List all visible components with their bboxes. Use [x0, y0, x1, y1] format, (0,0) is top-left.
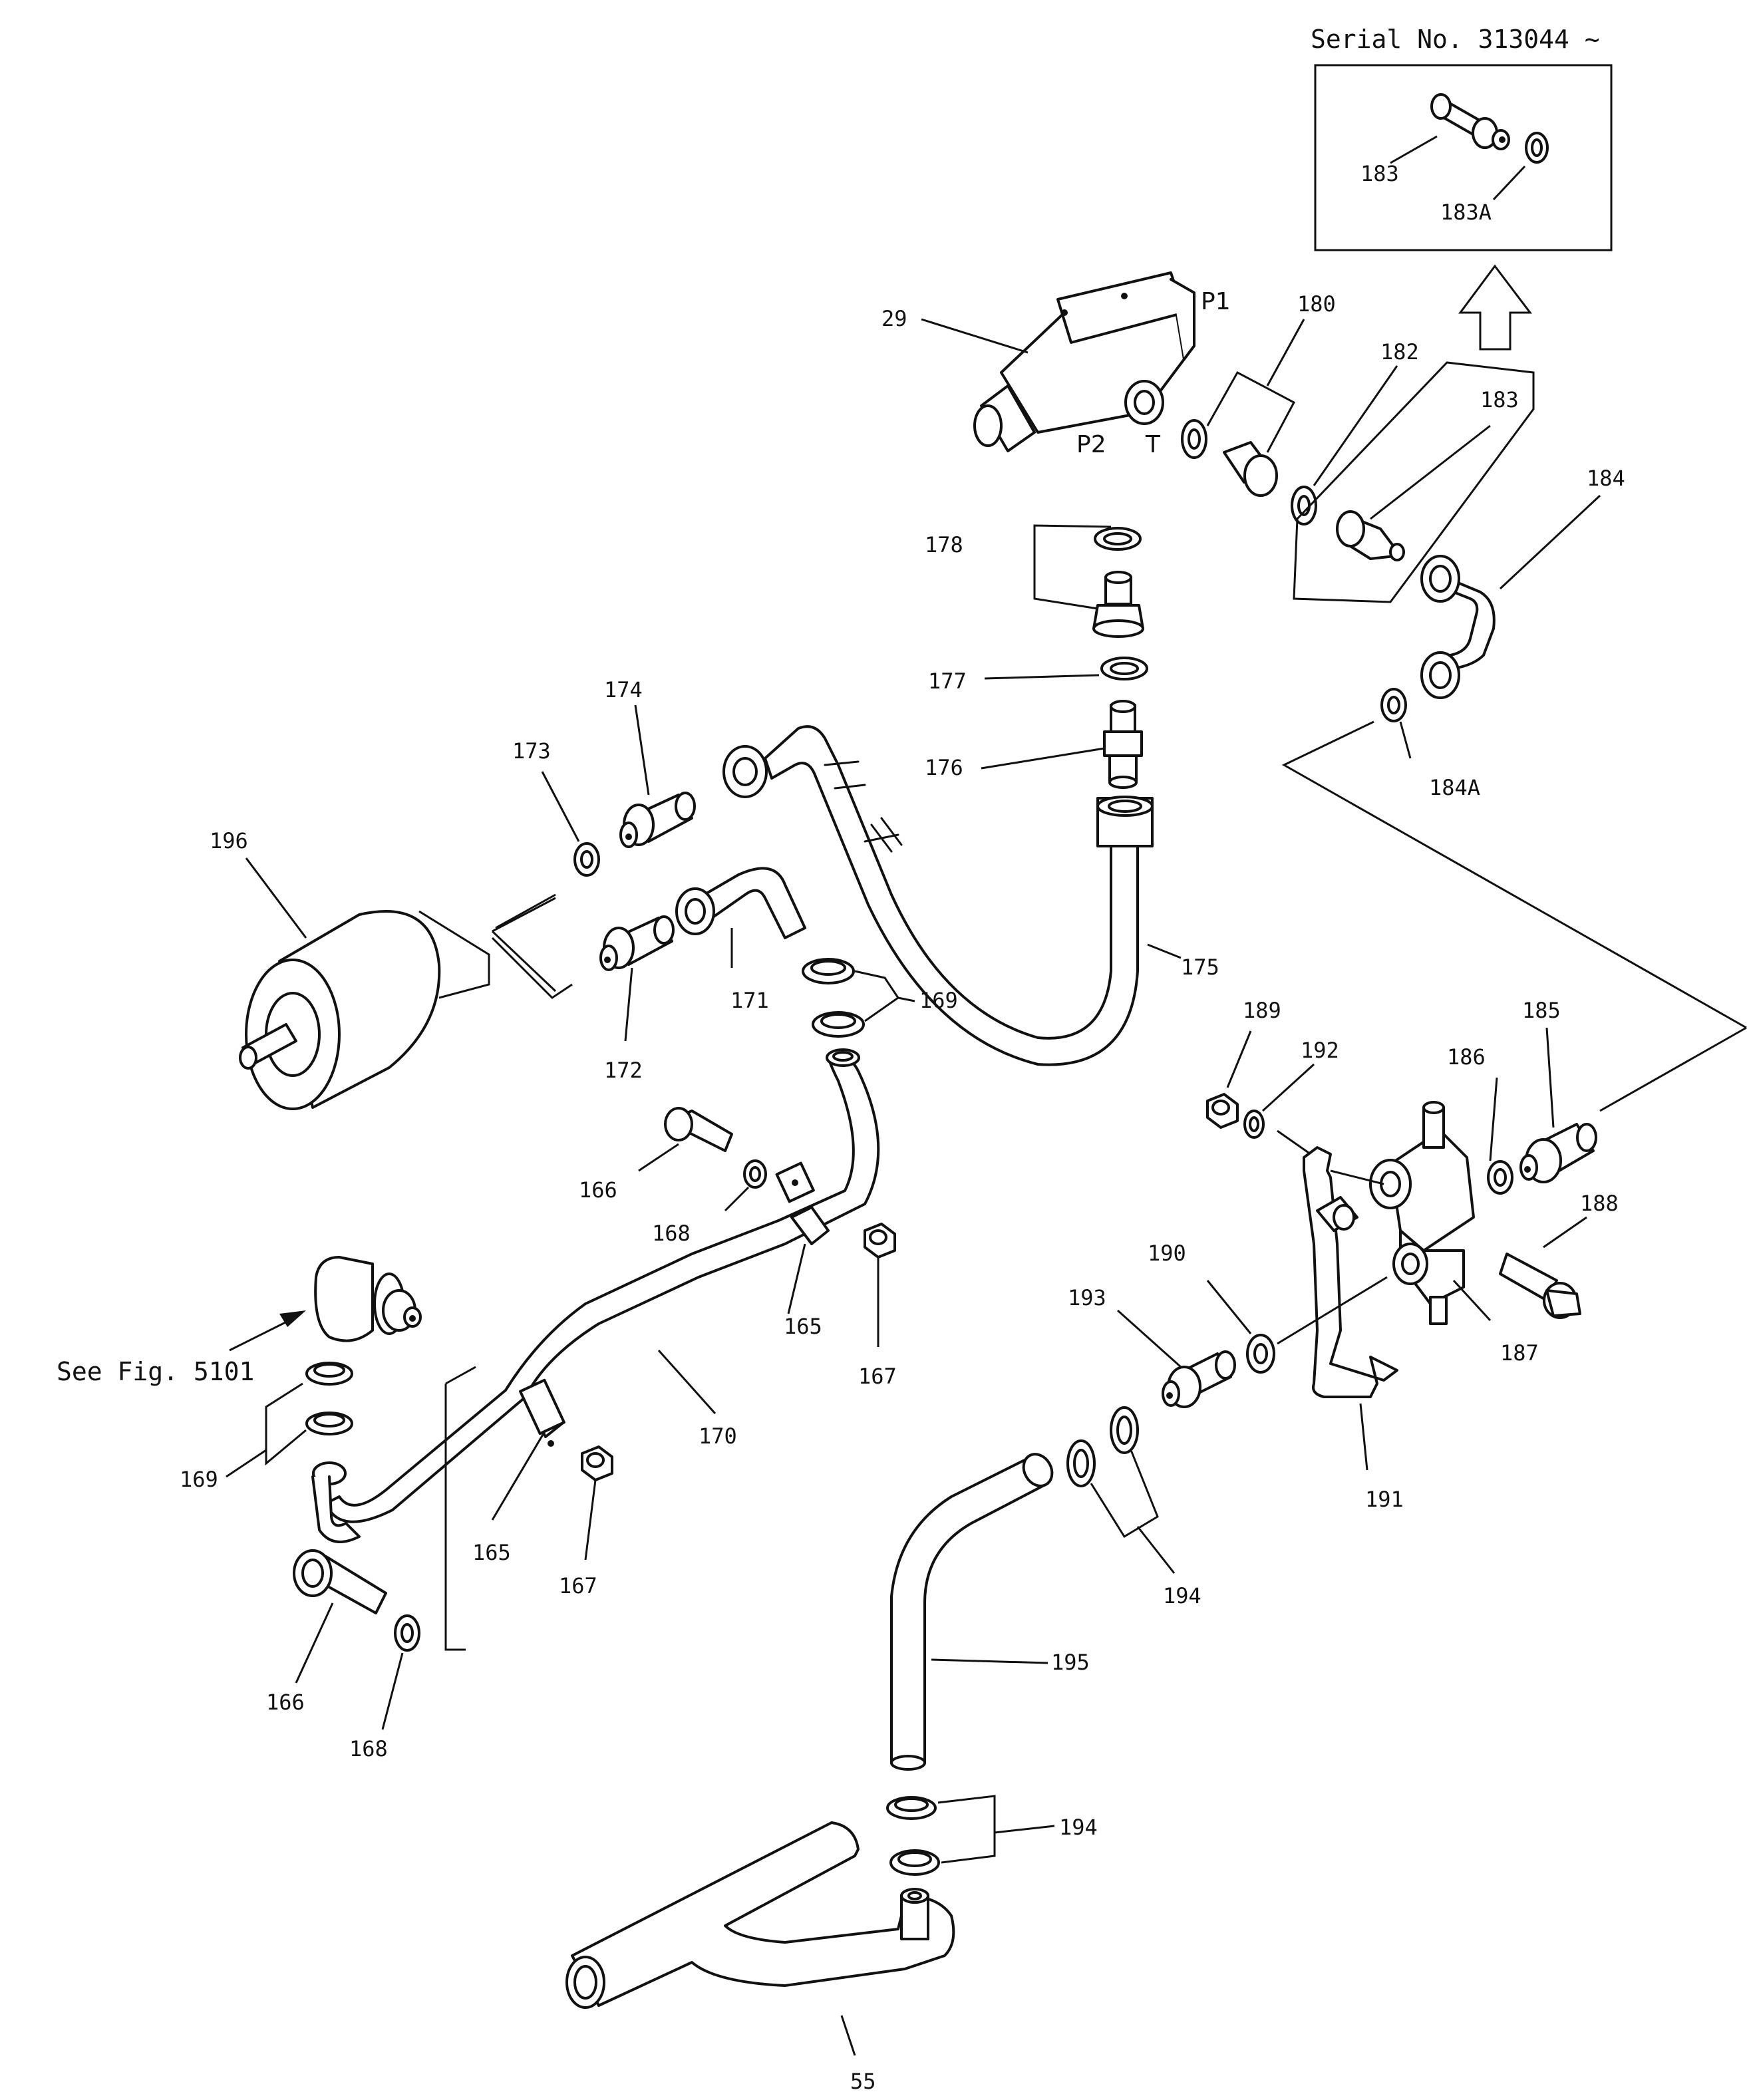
- callout-170: 170: [699, 1424, 737, 1449]
- part-195-hose: [890, 1453, 1054, 1771]
- callout-194-bottom: 194: [1059, 1815, 1098, 1840]
- part-189-nut: [1206, 1093, 1239, 1129]
- part-184-tube: [1420, 555, 1496, 699]
- callout-171: 171: [730, 988, 769, 1013]
- up-arrow-icon: [1458, 264, 1533, 351]
- part-196-cylinder: [239, 910, 441, 1110]
- part-194-clamps-top: [1066, 1406, 1139, 1487]
- callout-177: 177: [928, 669, 967, 694]
- callout-168-top: 168: [652, 1221, 691, 1246]
- part-167-nut-left: [581, 1445, 613, 1481]
- callout-165-left: 165: [472, 1540, 511, 1565]
- part-55-tee: [565, 1821, 955, 2009]
- callout-185: 185: [1522, 998, 1561, 1023]
- callout-167-left: 167: [559, 1573, 597, 1598]
- callout-169-top: 169: [919, 988, 958, 1013]
- callout-173: 173: [512, 738, 551, 764]
- reference-see-fig-5101[interactable]: See Fig. 5101: [57, 1357, 254, 1386]
- callout-172: 172: [604, 1058, 643, 1083]
- callout-29: 29: [881, 306, 907, 331]
- callout-183-inset: 183: [1360, 161, 1399, 186]
- part-185-fitting: [1519, 1123, 1597, 1183]
- callout-186: 186: [1447, 1044, 1486, 1070]
- callout-175: 175: [1181, 955, 1219, 980]
- callout-176: 176: [925, 755, 963, 780]
- callout-168-left: 168: [349, 1736, 388, 1761]
- callout-183A-inset: 183A: [1440, 200, 1492, 225]
- callout-193: 193: [1068, 1285, 1106, 1310]
- callout-196: 196: [210, 828, 248, 853]
- part-175-hose: [722, 725, 1154, 1066]
- callout-194-top: 194: [1163, 1583, 1201, 1608]
- callout-169-left: 169: [180, 1467, 218, 1492]
- callout-191: 191: [1365, 1487, 1404, 1512]
- callout-184a: 184A: [1429, 775, 1480, 800]
- part-194-clamps-bottom: [886, 1796, 940, 1876]
- callout-167-top: 167: [858, 1364, 897, 1389]
- part-170-pipe: [311, 1048, 880, 1543]
- callout-187: 187: [1500, 1340, 1539, 1366]
- callout-182: 182: [1380, 339, 1419, 365]
- part-188-bolt: [1499, 1253, 1581, 1319]
- callout-178: 178: [925, 532, 963, 557]
- callout-183: 183: [1480, 387, 1519, 412]
- callout-195: 195: [1051, 1650, 1090, 1675]
- part-183-inset: [1430, 93, 1510, 150]
- callout-180: 180: [1297, 291, 1336, 317]
- part-191-bracket: [1303, 1146, 1398, 1398]
- part-166-bolt-top: [664, 1107, 733, 1152]
- callout-166-left: 166: [266, 1690, 305, 1715]
- port-p2: P2: [1076, 431, 1106, 458]
- part-178-union: [1092, 571, 1144, 638]
- part-169-clamps-left: [305, 1362, 353, 1435]
- part-171-elbow: [675, 867, 806, 939]
- serial-title: Serial No. 313044 ~: [1311, 25, 1600, 54]
- part-166-bolt-left: [293, 1549, 387, 1614]
- callout-190: 190: [1148, 1241, 1186, 1266]
- callout-165-top: 165: [784, 1314, 822, 1339]
- serial-inset: Serial No. 313044 ~ 183 183A: [1311, 25, 1613, 251]
- port-p1: P1: [1201, 288, 1231, 315]
- callout-189: 189: [1243, 998, 1281, 1023]
- callout-188: 188: [1580, 1191, 1619, 1216]
- part-176-nipple: [1103, 700, 1143, 789]
- part-167-nut-top: [864, 1223, 896, 1259]
- part-elbow-5101: [314, 1256, 422, 1342]
- valve-29: [973, 271, 1195, 452]
- part-169-clamps-top: [802, 958, 865, 1038]
- part-valve-block: [1369, 1101, 1475, 1325]
- callout-166-top: 166: [579, 1177, 617, 1203]
- callout-55: 55: [850, 2069, 876, 2094]
- callout-174: 174: [604, 677, 643, 702]
- callout-192: 192: [1301, 1038, 1339, 1063]
- callout-184: 184: [1587, 466, 1625, 491]
- serial-box-frame: [1314, 64, 1613, 251]
- port-t: T: [1145, 431, 1161, 458]
- part-172-fitting: [599, 915, 675, 971]
- part-183-connector: [1336, 510, 1405, 561]
- group-outline-183: [1293, 361, 1535, 603]
- part-193-fitting: [1162, 1350, 1236, 1408]
- part-174-fitting: [619, 792, 696, 848]
- part-180-plug: [1223, 441, 1278, 497]
